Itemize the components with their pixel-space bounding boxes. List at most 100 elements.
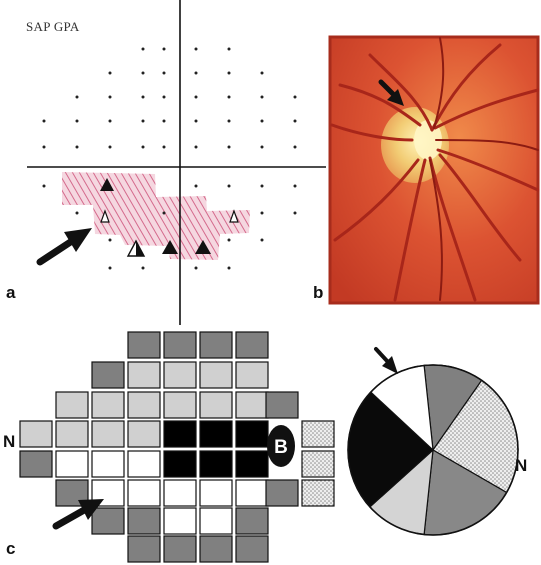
field-test-point [108, 95, 112, 99]
grid-dots [42, 47, 297, 270]
field-test-point [260, 184, 264, 188]
oct-sector-cell [19, 420, 53, 448]
panel-b-fundus-photo [328, 35, 540, 305]
field-test-point [162, 47, 166, 51]
field-test-point [75, 145, 79, 149]
oct-sector-cell [199, 331, 233, 359]
oct-sector-cell [235, 535, 269, 563]
arrow-b-icon [378, 79, 404, 106]
field-test-point [194, 47, 198, 51]
field-test-point [260, 211, 264, 215]
oct-sector-cell [235, 331, 269, 359]
oct-sector-cell [199, 479, 233, 507]
field-test-point [108, 266, 112, 270]
field-test-point [108, 145, 112, 149]
panel-letter-a: a [6, 283, 16, 302]
oct-sector-cell [91, 507, 125, 535]
oct-sector-cell [127, 361, 161, 389]
triangle-open [229, 209, 239, 223]
field-test-point [42, 145, 46, 149]
triangle-filled [162, 240, 178, 254]
triangle-half [136, 241, 144, 256]
oct-sector-cell [235, 420, 269, 448]
panel-letter-b: b [313, 283, 324, 302]
blind-spot-label: B [274, 437, 288, 458]
oct-sector-cell [301, 450, 335, 478]
field-test-point [260, 238, 264, 242]
oct-sector-cell [301, 420, 335, 448]
oct-sector-cell [163, 420, 197, 448]
oct-sector-cell [163, 479, 197, 507]
field-test-point [108, 238, 112, 242]
field-test-point [194, 266, 198, 270]
oct-sector-cell [199, 391, 233, 419]
field-test-point [260, 119, 264, 123]
arrow-pie-icon [374, 347, 398, 374]
oct-sector-cell [127, 535, 161, 563]
arrow-c-icon [52, 499, 104, 530]
oct-sector-cell [163, 535, 197, 563]
oct-sector-cell [55, 391, 89, 419]
field-test-point [162, 211, 166, 215]
field-test-point [227, 95, 231, 99]
oct-sector-cell [199, 535, 233, 563]
field-test-point [194, 95, 198, 99]
field-test-point [75, 95, 79, 99]
oct-sector-cell [163, 507, 197, 535]
oct-sector-cell [127, 331, 161, 359]
oct-sector-cell [301, 479, 335, 507]
field-test-point [260, 145, 264, 149]
blind-spot-marker: B [267, 425, 295, 467]
field-test-point [227, 145, 231, 149]
oct-sector-cell [235, 391, 269, 419]
field-test-point [260, 95, 264, 99]
oct-sector-cell [91, 361, 125, 389]
retinal-vessels [330, 43, 540, 302]
field-test-point [162, 119, 166, 123]
oct-sector-cell [91, 420, 125, 448]
triangle-open [100, 209, 110, 223]
oct-sector-cell [235, 479, 269, 507]
field-test-point [75, 211, 79, 215]
field-test-point [75, 119, 79, 123]
oct-sector-cell [127, 420, 161, 448]
field-test-point [293, 119, 297, 123]
field-test-point [141, 119, 145, 123]
field-test-point [194, 71, 198, 75]
field-test-point [293, 211, 297, 215]
field-test-point [293, 145, 297, 149]
field-test-point [194, 145, 198, 149]
oct-sector-cell [19, 450, 53, 478]
oct-sector-cell [163, 450, 197, 478]
field-test-point [141, 266, 145, 270]
field-test-point [227, 119, 231, 123]
field-test-point [293, 184, 297, 188]
field-test-point [141, 145, 145, 149]
oct-sector-cell [127, 391, 161, 419]
field-test-point [162, 71, 166, 75]
hatched-region [62, 172, 250, 260]
oct-sector-cell [235, 507, 269, 535]
panel-letter-c: c [6, 539, 16, 558]
arrow-a-icon [36, 228, 92, 266]
field-test-point [141, 95, 145, 99]
field-test-point [108, 119, 112, 123]
oct-sector-cell [235, 450, 269, 478]
field-test-point [162, 145, 166, 149]
field-test-point [260, 71, 264, 75]
oct-sector-cell [199, 361, 233, 389]
field-test-point [194, 119, 198, 123]
panel-a-title: SAP GPA [26, 19, 80, 34]
panel-a-sap-gpa [27, 0, 326, 325]
oct-sector-cell [265, 391, 299, 419]
oct-sector-cell [127, 479, 161, 507]
panel-c-oct-grid [19, 331, 335, 563]
oct-sector-cell [163, 361, 197, 389]
field-test-point [194, 184, 198, 188]
field-test-point [227, 266, 231, 270]
oct-sector-cell [127, 450, 161, 478]
field-test-point [162, 95, 166, 99]
field-test-point [227, 71, 231, 75]
oct-sector-cell [127, 507, 161, 535]
